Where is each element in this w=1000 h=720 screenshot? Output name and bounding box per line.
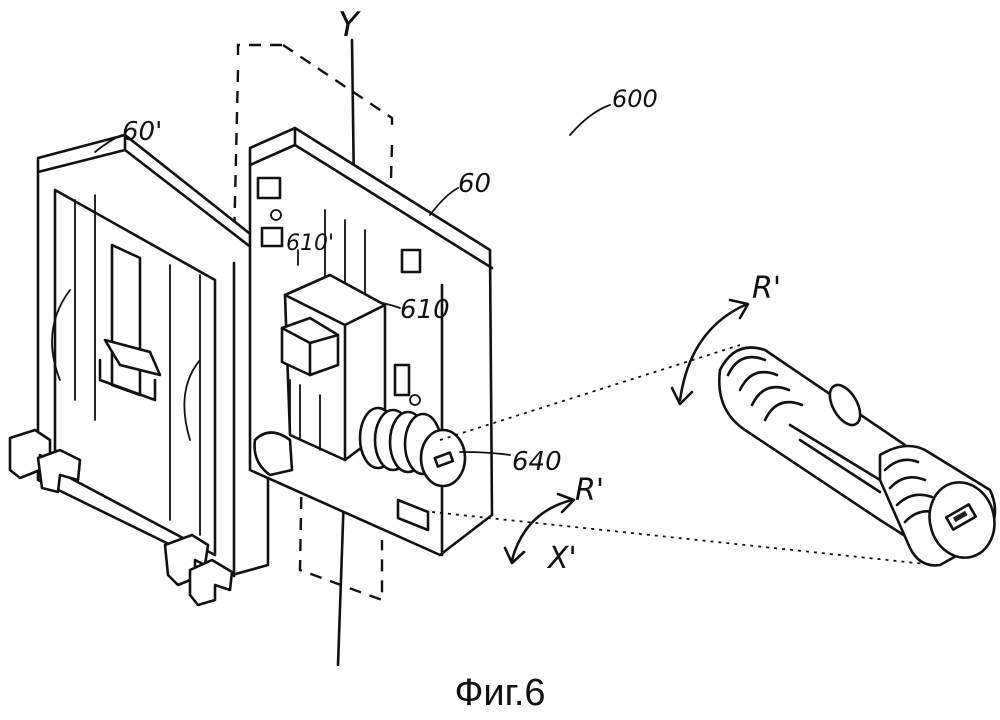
label-60: 60: [458, 169, 491, 199]
lock-cylinder-640: [358, 406, 467, 488]
figure-caption: Фиг.6: [454, 672, 545, 714]
label-60-prime: 60': [122, 117, 162, 147]
label-600: 600: [612, 85, 658, 113]
label-610-prime: 610': [286, 231, 334, 256]
label-x-prime: X': [546, 541, 577, 576]
leader-lines: [94, 104, 611, 456]
rotation-arrow-upper: [670, 298, 750, 406]
actuator-610: [253, 273, 387, 477]
label-r-prime-upper: R': [752, 271, 781, 306]
label-y-axis: Y: [338, 5, 361, 45]
label-640: 640: [512, 447, 562, 477]
label-r-prime-lower: R': [575, 473, 604, 508]
label-610: 610: [400, 295, 450, 325]
lock-cylinder-detail: [718, 346, 997, 567]
rotation-arrow-lower: [503, 492, 576, 565]
module-60-prime: [8, 133, 272, 607]
